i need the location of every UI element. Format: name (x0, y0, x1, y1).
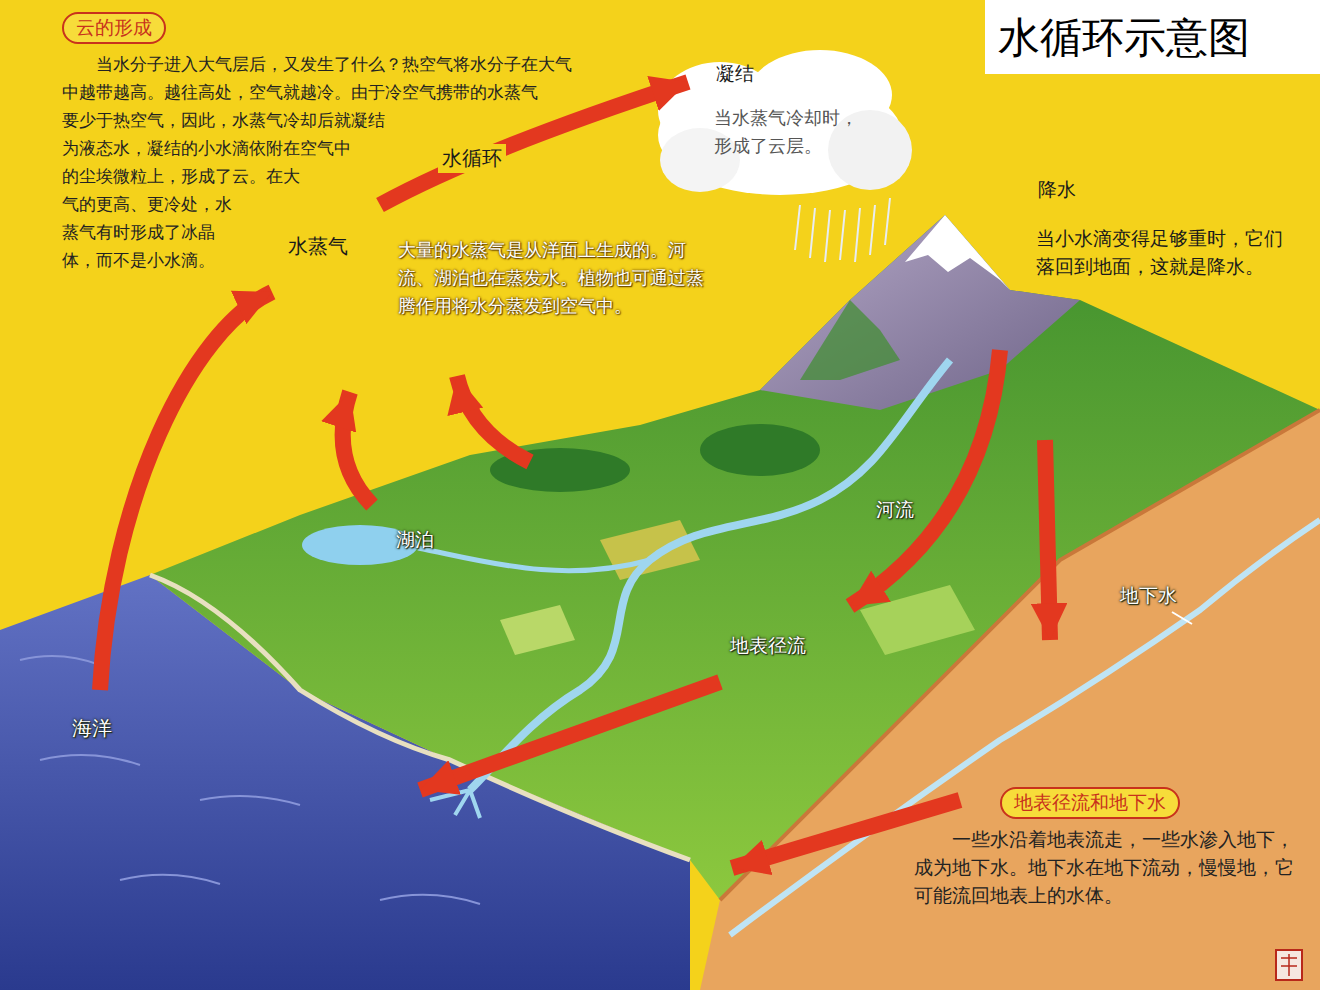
condensation-note: 当水蒸气冷却时，形成了云层。 (714, 104, 866, 160)
cycle-label: 水循环 (438, 144, 506, 173)
section-heading: 地表径流和地下水 (1000, 787, 1180, 819)
cycle-arrows (100, 82, 1050, 868)
evaporation-arrow (100, 292, 272, 690)
infiltration-arrow (1045, 440, 1050, 640)
body-row: 一些水沿着地表流走，一些水渗入地下，成为地下水。地下水在地下流动，慢慢地，它可能… (914, 825, 1304, 909)
cloud (658, 50, 912, 195)
text-panel: 地表径流和地下水一些水沿着地表流走，一些水渗入地下，成为地下水。地下水在地下流动… (914, 787, 1304, 909)
section-body: 一些水沿着地表流走，一些水渗入地下，成为地下水。地下水在地下流动，慢慢地，它可能… (914, 825, 1304, 909)
leader-line (1172, 612, 1192, 624)
lake-label: 湖泊 (396, 526, 434, 554)
text-panel: 云的形成当水分子进入大气层后，又发生了什么？热空气将水分子在大气中越带越高。越往… (62, 12, 602, 350)
seal-mark (1281, 954, 1297, 976)
groundwater-layer (730, 520, 1320, 935)
river-delta (430, 790, 480, 818)
forest (700, 424, 820, 476)
seal-stamp (1276, 950, 1302, 980)
runoff-label: 地表径流 (730, 632, 806, 660)
soil-block (700, 410, 1320, 990)
diagram-title: 水循环示意图 (998, 10, 1250, 66)
river-label: 河流 (876, 496, 914, 524)
river (470, 360, 950, 790)
section-body: 当水分子进入大气层后，又发生了什么？热空气将水分子在大气中越带越高。越往高处，空… (62, 50, 602, 274)
river-branch (418, 548, 650, 571)
land-evaporation-arrow (457, 376, 530, 462)
section-heading: 云的形成 (62, 12, 166, 44)
condensation-label: 凝结 (716, 60, 754, 88)
runoff-arrow (420, 682, 720, 790)
body-row: 当水分子进入大气层后，又发生了什么？热空气将水分子在大气中越带越高。越往高处，空… (62, 50, 602, 274)
heading-row: 云的形成 (62, 12, 602, 44)
snow-cap (905, 215, 1010, 290)
field (600, 520, 700, 580)
mountain (760, 215, 1080, 410)
evaporation-note: 大量的水蒸气是从洋面上生成的。河流、湖泊也在蒸发水。植物也可通过蒸腾作用将水分蒸… (398, 236, 720, 320)
groundwater-label: 地下水 (1120, 582, 1177, 610)
precipitation-label: 降水 (1038, 176, 1076, 204)
vapor-label: 水蒸气 (288, 232, 348, 261)
soil-edge (720, 410, 1320, 900)
heading-row: 地表径流和地下水 (1000, 787, 1304, 819)
lake-evaporation-arrow (343, 392, 372, 505)
precipitation-arrow (850, 350, 1000, 606)
title-background (985, 0, 1320, 74)
rain (795, 198, 890, 262)
field (500, 605, 575, 655)
precipitation-note: 当小水滴变得足够重时，它们落回到地面，这就是降水。 (1036, 224, 1288, 280)
ocean-label: 海洋 (72, 714, 112, 743)
mountain-forest (800, 300, 900, 380)
